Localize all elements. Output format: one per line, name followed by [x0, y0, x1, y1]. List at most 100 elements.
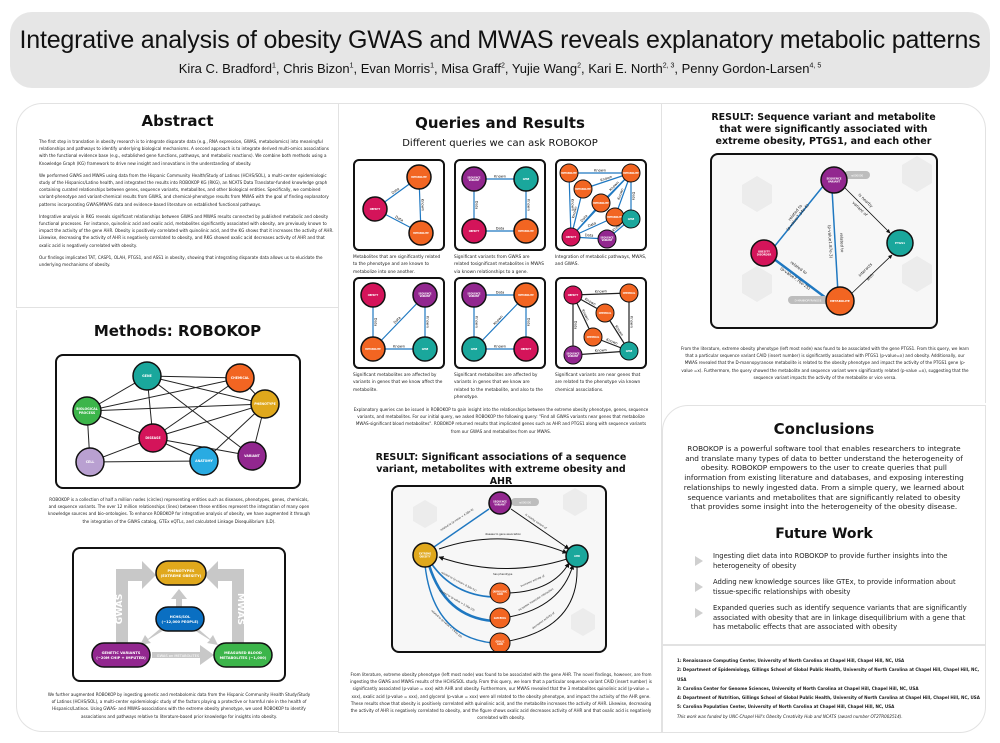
- conclusions-panel: Conclusions ROBOKOP is a powerful softwa…: [662, 405, 986, 645]
- svg-text:VARIANT: VARIANT: [828, 180, 841, 184]
- conclusions-heading: Conclusions: [773, 420, 875, 438]
- result2-nodes: SEQUENCEVARIANTOBESITYDISORDERPTGS1METAB…: [750, 166, 914, 316]
- query-edge-label: Known: [420, 199, 424, 211]
- query-node-obesity: OBESITY: [360, 282, 386, 308]
- query-caption: Metabolites that are significantly relat…: [353, 255, 441, 275]
- author-name: Kari E. North2, 3: [588, 61, 675, 76]
- query-caption: Integration of metabolic pathways, MWAS,…: [555, 255, 647, 268]
- query-edge-label: Data: [496, 291, 505, 295]
- query-edge-label: Known: [609, 181, 620, 192]
- graph-node-chemical: CHEMICAL: [225, 363, 255, 393]
- query-node-chemical: CHEMICAL: [595, 303, 615, 323]
- affiliation-marker: 2: [500, 62, 505, 70]
- query-node-obesity: OBESITY: [563, 285, 583, 305]
- poster-header: Integrative analysis of obesity GWAS and…: [10, 12, 990, 88]
- svg-text:GENE: GENE: [422, 348, 429, 351]
- query-node-metabolite: METABOLITE: [406, 164, 432, 190]
- svg-text:DISORDER: DISORDER: [757, 253, 772, 257]
- svg-text:(p-value1.87e-3): (p-value1.87e-3): [827, 225, 834, 259]
- affiliation-marker: 4, 5: [809, 62, 822, 70]
- affiliation-marker: 2, 3: [662, 62, 675, 70]
- query-caption: Significant variants are near genes that…: [555, 373, 641, 393]
- result2-figure: related to (p-value7.34e-6) related to (…: [710, 153, 938, 329]
- methods-caption-1: ROBOKOP is a collection of half a millio…: [48, 497, 310, 524]
- affiliation-item: 4: Department of Nutrition, Gillings Sch…: [677, 695, 980, 701]
- queries-explanation: Explanatory queries can be issued in ROB…: [353, 407, 649, 434]
- graph-node-disease: DISEASE: [138, 423, 168, 453]
- phenotypes-node: PHENOTYPES (EXTREME OBESITY): [155, 560, 207, 586]
- abstract-heading: Abstract: [141, 112, 214, 130]
- query-node-metabolite: METABOLITE: [605, 207, 625, 227]
- edge-obesity-quinolinic: [430, 562, 494, 598]
- svg-text:VARIANT: VARIANT: [568, 355, 579, 358]
- svg-text:CHEMICAL: CHEMICAL: [231, 376, 249, 380]
- svg-text:METABOLITE: METABOLITE: [518, 230, 534, 233]
- svg-text:VARIANT: VARIANT: [602, 239, 613, 242]
- query-edge-label: Known: [475, 316, 479, 328]
- future-work-heading: Future Work: [775, 525, 873, 542]
- hchs-right-arrow: [194, 627, 218, 645]
- author-name: Misa Graff2: [441, 61, 505, 76]
- graph-node-anatomy: ANATOMY: [189, 446, 219, 476]
- edge-ahr-obesity: [438, 556, 568, 569]
- edge-obesity-ahr: [438, 538, 568, 554]
- mwas-label: MWAS: [235, 593, 245, 625]
- query-node-metabolite: METABOLITE: [573, 179, 593, 199]
- svg-text:CELL: CELL: [86, 460, 95, 464]
- svg-text:VARIANT: VARIANT: [244, 454, 260, 458]
- query-edge-label: Known: [494, 175, 506, 179]
- author-name: Yujie Wang2: [511, 61, 582, 76]
- svg-text:METABOLITES (~1,000): METABOLITES (~1,000): [220, 656, 267, 660]
- future-work-item: Adding new knowledge sources like GTEx, …: [695, 578, 967, 597]
- flow-arrows: [116, 561, 244, 665]
- affiliation-item: 2: Department of Epidemiology, Gillings …: [677, 667, 980, 682]
- svg-text:OBESITY: OBESITY: [758, 249, 770, 253]
- edge-oxalic-ahr: [508, 566, 578, 642]
- query-edge-label: Known: [527, 199, 531, 211]
- svg-text:DISEASE: DISEASE: [145, 436, 160, 440]
- svg-text:METABOLITE: METABOLITE: [830, 299, 850, 303]
- svg-text:SEQUENCE: SEQUENCE: [493, 500, 507, 503]
- query-edge-label: Known: [611, 222, 623, 233]
- queries-heading: Queries and Results: [415, 114, 585, 132]
- affiliations-list: 1: Renaissance Computing Center, Univers…: [663, 646, 985, 721]
- query-node-gene: GENE: [619, 341, 639, 361]
- query-node-gene: GENE: [461, 336, 487, 362]
- svg-text:rs000000: rs000000: [519, 501, 532, 505]
- query-caption: Significant metabolites are affected by …: [353, 373, 443, 393]
- query-node-chemical: CHEMICAL: [619, 283, 639, 303]
- svg-text:PHENOTYPE: PHENOTYPE: [254, 402, 276, 406]
- edge-seqvar-ahr: [510, 508, 570, 550]
- affiliation-marker: 2: [577, 62, 582, 70]
- bullet-triangle-icon: [695, 608, 703, 619]
- author-name: Chris Bizon1: [283, 61, 354, 76]
- funding-note: This work was funded by UNC-Chapel Hill'…: [677, 713, 903, 719]
- affiliation-item: 5: Carolina Population Center, Universit…: [677, 704, 895, 710]
- query-node-gene: GENE: [513, 166, 539, 192]
- svg-text:VARIANT: VARIANT: [494, 503, 506, 506]
- svg-text:GENE: GENE: [626, 350, 633, 353]
- svg-text:related to (p-value = 4.58e-6): related to (p-value = 4.58e-6): [439, 507, 474, 532]
- svg-text:SEQUENCE: SEQUENCE: [467, 176, 481, 179]
- svg-text:SEQUENCE: SEQUENCE: [418, 292, 432, 295]
- hexagon-background: [742, 156, 932, 302]
- query-edge-label: Data: [496, 227, 505, 231]
- query-node-obesity: OBESITY: [362, 196, 388, 222]
- result2-caption: From the literature, extreme obesity phe…: [680, 346, 970, 380]
- genetic-variants-node: GENETIC VARIANTS (~20M CHIP + IMPUTED): [91, 642, 151, 668]
- svg-text:OBESITY: OBESITY: [469, 230, 480, 233]
- methods-heading: Methods: ROBOKOP: [93, 322, 262, 340]
- svg-text:(~12,000 PEOPLE): (~12,000 PEOPLE): [162, 620, 199, 624]
- query-node-obesity: OBESITY: [461, 218, 487, 244]
- node-metabolite: METABOLITE: [825, 286, 855, 316]
- svg-text:related to: related to: [839, 233, 845, 253]
